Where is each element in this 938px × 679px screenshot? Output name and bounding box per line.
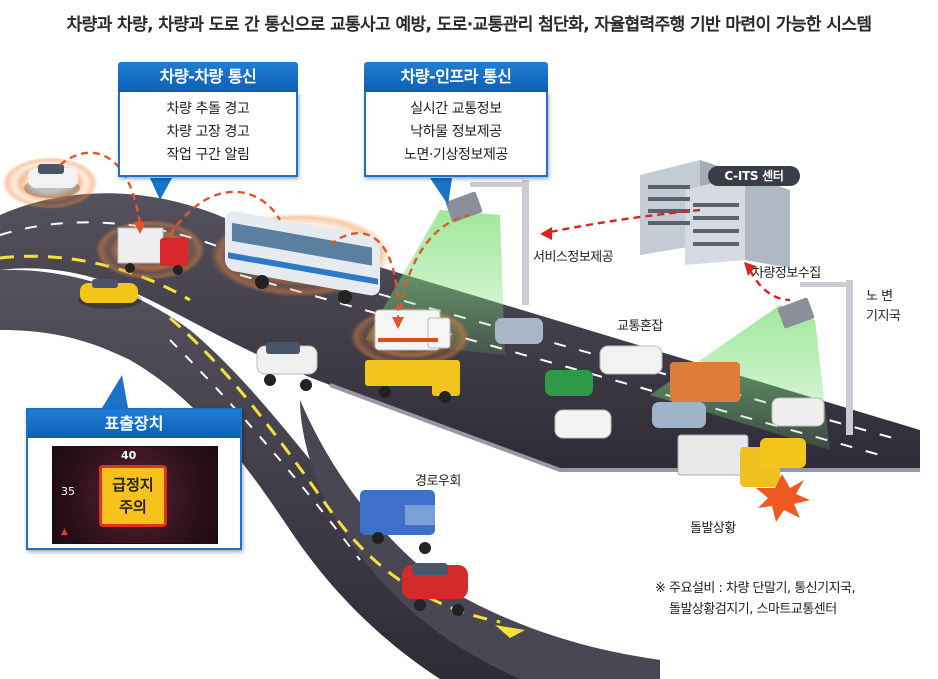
warning-triangle-icon: ▲ <box>61 527 68 537</box>
congestion-label: 교통혼잡 <box>617 319 663 334</box>
v2i-item: 실시간 교통정보 <box>410 101 502 117</box>
roadside-pole-1 <box>522 180 529 305</box>
detour-label: 경로우회 <box>415 474 461 489</box>
display-device-panel: 표출장치 40 35 ▲ 급정지 주의 <box>26 408 242 550</box>
page-title: 차량과 차량, 차량과 도로 간 통신으로 교통사고 예방, 도로·교통관리 첨… <box>66 15 872 35</box>
v2v-item: 차량 고장 경고 <box>166 124 250 140</box>
v2i-item: 노면·기상정보제공 <box>404 147 508 163</box>
cars-congestion <box>495 318 825 439</box>
sign-text-line1: 급정지 <box>112 476 154 494</box>
taxi <box>78 279 142 309</box>
speed-limit-value: 40 <box>121 449 137 462</box>
white-car-top <box>24 164 80 198</box>
service-info-label: 서비스정보제공 <box>533 250 614 265</box>
v2v-item: 차량 추돌 경고 <box>166 101 250 117</box>
cits-center-label: C-ITS 센터 <box>708 166 800 186</box>
roadside-station-label-1: 노 변 <box>866 289 893 304</box>
sudden-stop-sign: 급정지 주의 <box>99 465 167 527</box>
v2v-callout: 차량-차량 통신 차량 추돌 경고 차량 고장 경고 작업 구간 알림 <box>118 62 298 177</box>
tow-truck <box>365 360 460 403</box>
roadside-station-label-2: 기지국 <box>866 309 901 324</box>
footnote: ※ 주요설비 : 차량 단말기, 통신기지국, 돌발상황검지기, 스마트교통센터 <box>655 578 856 620</box>
roadside-pole-2 <box>846 280 853 435</box>
branch-road <box>0 269 660 679</box>
cits-building <box>640 160 790 268</box>
footnote-line1: ※ 주요설비 : 차량 단말기, 통신기지국, <box>655 581 856 596</box>
vehicle-collect-label: 차량정보수집 <box>752 266 821 281</box>
incident-label: 돌발상황 <box>690 521 736 536</box>
v2v-item: 작업 구간 알림 <box>166 147 250 163</box>
blue-van <box>360 490 435 554</box>
bus <box>225 211 380 304</box>
v2i-header: 차량-인프라 통신 <box>364 62 548 92</box>
v2v-header: 차량-차량 통신 <box>118 62 298 92</box>
incident-vehicles <box>677 434 810 522</box>
footnote-line2: 돌발상황검지기, 스마트교통센터 <box>669 602 837 617</box>
current-speed-value: 35 <box>61 485 75 498</box>
display-header: 표출장치 <box>28 410 240 438</box>
ambulance <box>374 309 451 351</box>
sign-text-line2: 주의 <box>119 498 147 516</box>
red-car <box>402 563 468 616</box>
crash-burst-icon <box>756 474 810 522</box>
v2i-item: 낙하물 정보제공 <box>410 124 502 140</box>
white-suv-left <box>256 342 318 391</box>
dashboard-screen: 40 35 ▲ 급정지 주의 <box>52 446 218 544</box>
branch-road-right <box>300 400 660 679</box>
v2i-callout: 차량-인프라 통신 실시간 교통정보 낙하물 정보제공 노면·기상정보제공 <box>364 62 548 177</box>
